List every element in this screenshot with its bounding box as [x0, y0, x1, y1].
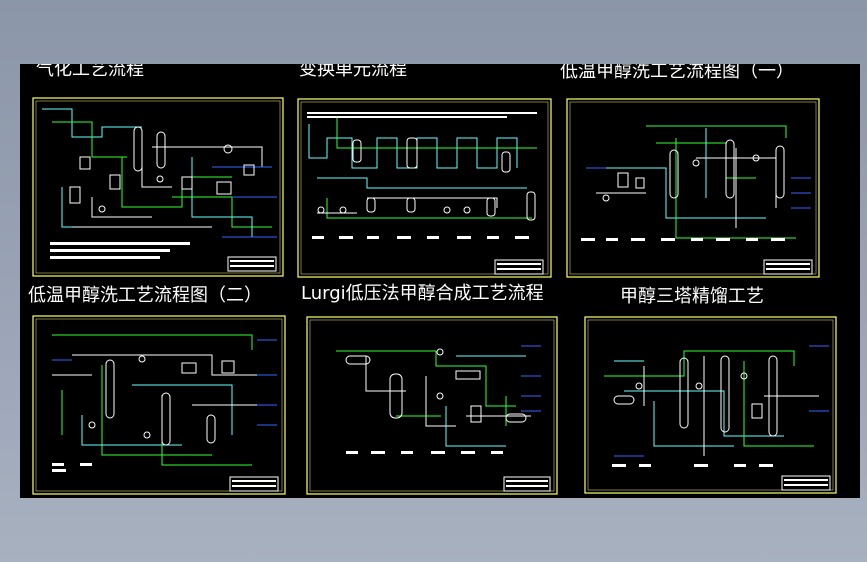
drawing-sheet-distillation[interactable]	[584, 316, 837, 494]
cad-drawing-canvas[interactable]: 气化工艺流程 变换单元流程 低温甲醇洗工艺流程图（一） 低温甲醇洗工艺流程图（二…	[20, 64, 860, 498]
drawing-sheet-gasification[interactable]	[32, 97, 284, 277]
flow-diagram-lurgi	[306, 316, 558, 495]
drawing-sheet-rectisol-1[interactable]	[566, 98, 820, 278]
drawing-sheet-lurgi[interactable]	[306, 316, 558, 495]
drawing-title-gasification: 气化工艺流程	[36, 64, 144, 80]
drawing-title-rectisol-1: 低温甲醇洗工艺流程图（一）	[560, 64, 794, 82]
flow-diagram-gasification	[32, 97, 284, 277]
drawing-sheet-rectisol-2[interactable]	[32, 315, 286, 495]
drawing-title-shift: 变换单元流程	[299, 64, 407, 80]
drawing-sheet-shift[interactable]	[297, 98, 552, 278]
flow-diagram-rectisol-1	[566, 98, 820, 278]
drawing-title-lurgi: Lurgi低压法甲醇合成工艺流程	[301, 283, 544, 304]
flow-diagram-rectisol-2	[32, 315, 286, 495]
drawing-title-distillation: 甲醇三塔精馏工艺	[620, 286, 764, 307]
drawing-title-rectisol-2: 低温甲醇洗工艺流程图（二）	[28, 285, 262, 306]
flow-diagram-shift	[297, 98, 552, 278]
flow-diagram-distillation	[584, 316, 837, 494]
